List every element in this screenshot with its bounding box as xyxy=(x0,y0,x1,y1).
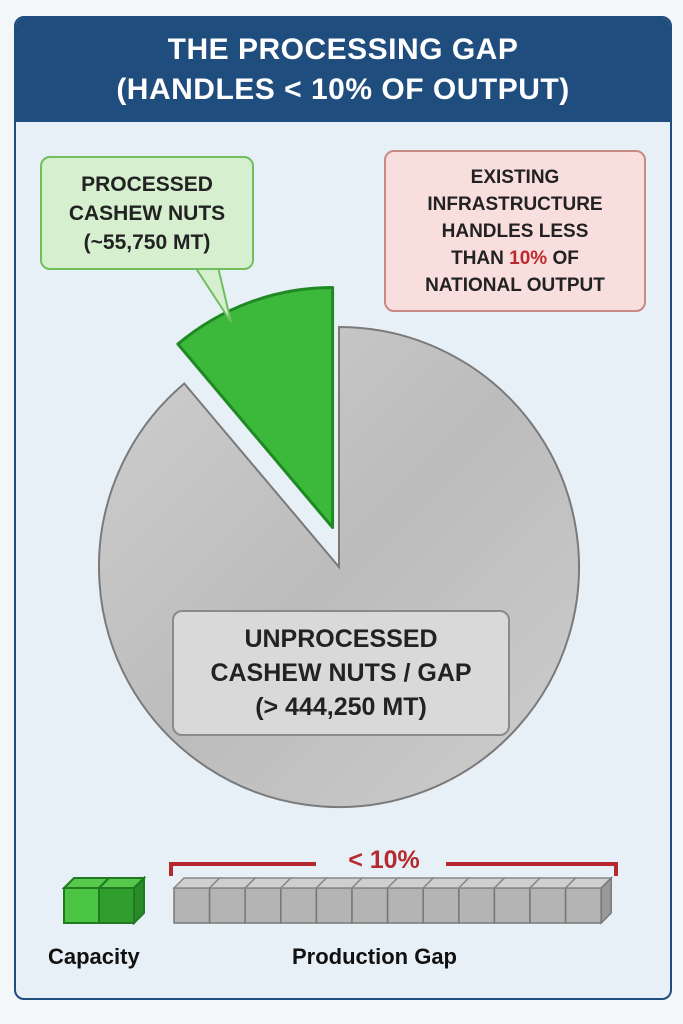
capacity-block xyxy=(63,887,100,924)
gap-block xyxy=(173,887,211,924)
gap-label-line: CASHEW NUTS / GAP xyxy=(210,659,472,687)
annotation-text: OF xyxy=(547,247,579,269)
gap-block xyxy=(386,887,424,924)
title-line-2: (HANDLES < 10% OF OUTPUT) xyxy=(116,73,570,106)
gap-block xyxy=(529,887,567,924)
gap-value: (> 444,250 MT) xyxy=(255,693,427,721)
gap-block xyxy=(315,887,353,924)
gap-block xyxy=(493,887,531,924)
annotation-highlight: 10% xyxy=(509,247,548,269)
processed-value: (~55,750 MT) xyxy=(83,230,211,254)
capacity-label: Capacity xyxy=(48,944,140,969)
annotation-line: INFRASTRUCTURE xyxy=(427,193,603,215)
title-line-1: THE PROCESSING GAP xyxy=(167,33,519,66)
gap-block xyxy=(458,887,496,924)
bracket xyxy=(169,862,618,876)
annotation-callout: EXISTING INFRASTRUCTURE HANDLES LESS THA… xyxy=(384,150,646,312)
gap-block xyxy=(564,887,602,924)
annotation-line: EXISTING xyxy=(470,166,560,188)
production-gap-label: Production Gap xyxy=(292,944,457,969)
slice-processed xyxy=(176,286,335,530)
annotation-line: THAN 10% OF xyxy=(451,245,579,272)
processed-callout: PROCESSED CASHEW NUTS (~55,750 MT) xyxy=(40,156,254,270)
gap-block-side xyxy=(600,876,612,925)
header: THE PROCESSING GAP (HANDLES < 10% OF OUT… xyxy=(16,18,670,122)
annotation-text: THAN xyxy=(451,247,510,269)
annotation-line: NATIONAL OUTPUT xyxy=(425,274,605,296)
gap-block xyxy=(244,887,282,924)
annotation-line: HANDLES LESS xyxy=(441,220,589,242)
gap-label-line: UNPROCESSED xyxy=(244,625,438,653)
processed-label-line: PROCESSED xyxy=(81,172,213,196)
gap-block xyxy=(351,887,389,924)
gap-block xyxy=(280,887,318,924)
gap-block xyxy=(422,887,460,924)
capacity-block xyxy=(98,887,135,924)
infographic-card: THE PROCESSING GAP (HANDLES < 10% OF OUT… xyxy=(14,16,672,1000)
bracket-label: < 10% xyxy=(334,846,434,875)
gap-block xyxy=(208,887,246,924)
processed-label-line: CASHEW NUTS xyxy=(68,201,226,225)
capacity-block-side xyxy=(133,875,145,926)
gap-label: UNPROCESSED CASHEW NUTS / GAP (> 444,250… xyxy=(172,610,510,736)
